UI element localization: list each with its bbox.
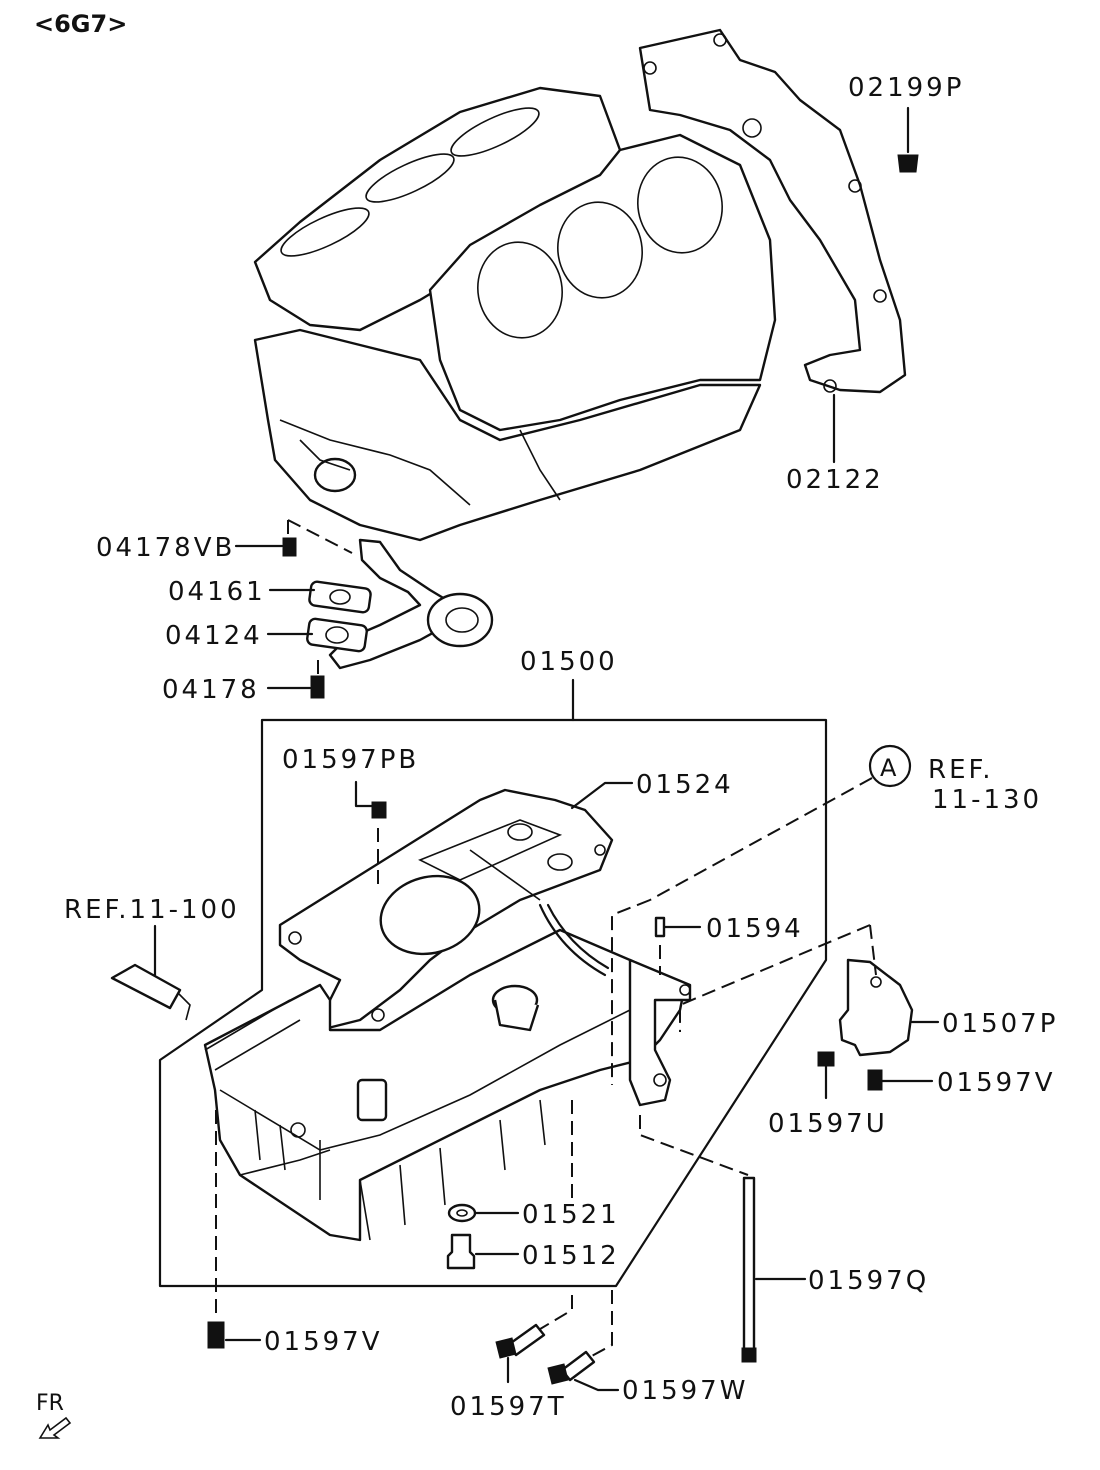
label-01507P: 01507P (942, 1009, 1058, 1039)
ref-11-100-sealant: REF.11-100 (64, 895, 240, 1021)
oil-strainer-illustration (306, 538, 494, 670)
model-code: <6G7> (34, 10, 127, 38)
label-01597V-left: 01597V (264, 1327, 383, 1357)
label-02199P: 02199P (848, 73, 964, 103)
engine-block-illustration (253, 28, 907, 542)
oil-pan-illustration (203, 788, 692, 1242)
part-02122: 02122 (786, 393, 884, 495)
label-01597W: 01597W (622, 1376, 748, 1406)
front-arrow-icon (38, 1416, 72, 1439)
part-01597W: 01597W (547, 1290, 748, 1406)
part-01521: 01521 (447, 1100, 620, 1230)
part-04178VB: 04178VB (96, 519, 353, 563)
label-ref-11-100: REF.11-100 (64, 895, 240, 925)
part-01597V-left: 01597V (207, 1110, 383, 1357)
part-01597PB: 01597PB (282, 745, 419, 890)
part-01512: 01512 (446, 1233, 620, 1271)
part-01594: 01594 (654, 914, 804, 975)
part-01507P-cover: 01507P (679, 924, 1058, 1057)
front-direction-indicator: FR (36, 1391, 72, 1439)
label-01597Q: 01597Q (808, 1266, 929, 1296)
label-01597T: 01597T (450, 1392, 567, 1422)
part-01597Q: 01597Q (639, 1115, 929, 1363)
label-02122: 02122 (786, 465, 884, 495)
label-fr: FR (36, 1391, 64, 1416)
ref-a-letter: A (880, 754, 897, 782)
ref-a-callout: A REF. 11-130 (611, 744, 1042, 1085)
label-01521: 01521 (522, 1200, 620, 1230)
label-01594: 01594 (706, 914, 804, 944)
label-01597V-right: 01597V (937, 1068, 1056, 1098)
part-04161: 04161 (168, 577, 316, 607)
label-04124: 04124 (165, 621, 263, 651)
label-01597U: 01597U (768, 1109, 888, 1139)
label-01597PB: 01597PB (282, 745, 419, 775)
part-04178: 04178 (162, 660, 325, 705)
label-ref-11-130-line2: 11-130 (932, 785, 1042, 815)
part-01597U: 01597U (768, 1051, 888, 1139)
label-01512: 01512 (522, 1241, 620, 1271)
label-04161: 04161 (168, 577, 266, 607)
part-01500-assembly-outline: 01500 (158, 647, 828, 1288)
label-04178: 04178 (162, 675, 260, 705)
part-01597V-right: 01597V (867, 1068, 1056, 1098)
label-04178VB: 04178VB (96, 533, 235, 563)
part-01597T: 01597T (450, 1295, 573, 1422)
part-01524: 01524 (570, 770, 734, 810)
part-02199P: 02199P (848, 73, 964, 173)
label-01500: 01500 (520, 647, 618, 677)
label-01524: 01524 (636, 770, 734, 800)
part-04124: 04124 (165, 621, 314, 651)
label-ref-11-130-line1: REF. (928, 755, 994, 785)
